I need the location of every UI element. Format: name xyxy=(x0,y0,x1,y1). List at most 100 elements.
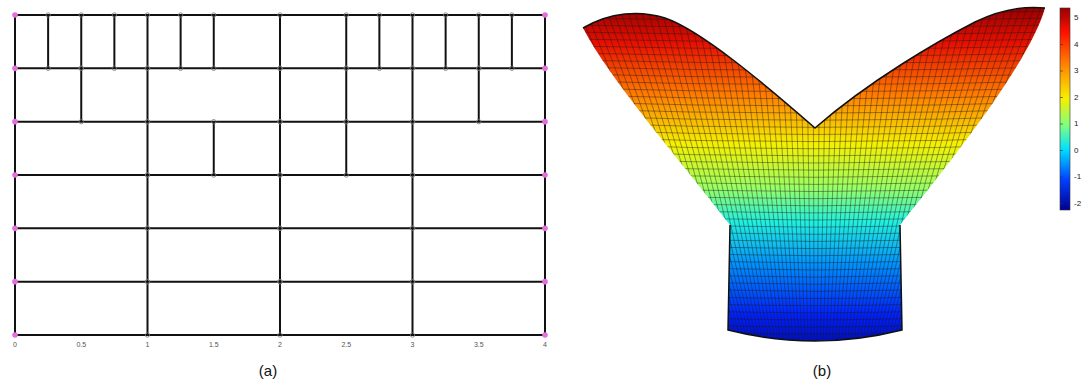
surface-mesh-line xyxy=(757,0,793,370)
surface-mesh-line xyxy=(570,214,1060,220)
surface-mesh-line xyxy=(570,221,1060,227)
mesh-line xyxy=(412,228,414,281)
surface-mesh-line xyxy=(799,0,809,370)
mesh-line xyxy=(412,15,414,68)
colorbar-tick-label: -2 xyxy=(1074,200,1081,208)
mesh-vertex xyxy=(79,13,83,17)
mesh-vertex xyxy=(344,119,348,123)
mesh-vertex xyxy=(278,226,282,230)
mesh-line xyxy=(412,122,414,175)
mesh-line xyxy=(279,122,281,175)
surface-mesh-line xyxy=(822,0,834,370)
mesh-vertex xyxy=(112,13,116,17)
mesh-vertex xyxy=(178,66,182,70)
mesh-vertex xyxy=(212,13,216,17)
mesh-vertex xyxy=(410,333,414,337)
mesh-vertex xyxy=(212,66,216,70)
surface-mesh-line xyxy=(879,0,981,370)
mesh-vertices xyxy=(12,12,548,338)
surface-mesh-line xyxy=(715,0,776,370)
surface-mesh-line xyxy=(893,0,1016,370)
surface-mesh-line xyxy=(570,151,1060,156)
surface-mesh-line xyxy=(904,0,1044,370)
mesh-vertex xyxy=(212,173,216,177)
surface-mesh-line xyxy=(888,0,1002,370)
surface-mesh-line xyxy=(855,0,918,370)
surface-mesh-line xyxy=(898,0,1030,370)
mesh-vertex xyxy=(410,279,414,283)
surface-mesh-line xyxy=(582,0,725,370)
mesh-vertex xyxy=(278,66,282,70)
surface-mesh-line xyxy=(813,0,814,370)
mesh-line xyxy=(147,228,149,281)
surface-mesh-line xyxy=(570,144,1060,149)
surface-mesh-line xyxy=(694,0,768,370)
surface-mesh-line xyxy=(570,74,1060,77)
mesh-vertex xyxy=(278,333,282,337)
mesh-vertex xyxy=(278,119,282,123)
mesh-vertex xyxy=(344,119,348,123)
surface-mesh-line xyxy=(570,242,1060,249)
colorbar-tick-label: 4 xyxy=(1074,41,1078,49)
mesh-vertex xyxy=(410,279,414,283)
boundary-vertex xyxy=(542,12,548,18)
colorbar-tick-label: 0 xyxy=(1074,147,1078,155)
boundary-vertex xyxy=(12,66,18,72)
colorbar-tick xyxy=(1060,97,1063,98)
boundary-vertex xyxy=(12,332,18,338)
axis-tick: 2.5 xyxy=(341,341,351,348)
surface-mesh-line xyxy=(570,32,1060,35)
surface-mesh-line xyxy=(570,263,1060,270)
mesh-line xyxy=(279,175,281,228)
mesh-vertex xyxy=(112,66,116,70)
surface-mesh-line xyxy=(570,326,1060,334)
surface-mesh-line xyxy=(860,0,932,370)
mesh-vertex xyxy=(46,66,50,70)
surface-mesh-line xyxy=(869,0,953,370)
surface-mesh-line xyxy=(877,0,974,370)
surface-mesh-line xyxy=(839,0,876,370)
boundary-vertex xyxy=(542,172,548,178)
surface-mesh-line xyxy=(570,179,1060,184)
axis-tick: 3.5 xyxy=(474,341,484,348)
boundary-vertex xyxy=(542,279,548,285)
mesh-line xyxy=(412,282,414,335)
mesh-vertex xyxy=(145,279,149,283)
mesh-vertex xyxy=(145,173,149,177)
mesh-vertex xyxy=(410,226,414,230)
boundary-vertex xyxy=(12,279,18,285)
colorbar-tick-label: 2 xyxy=(1074,94,1078,102)
surface-mesh-line xyxy=(589,0,727,370)
mesh-vertex xyxy=(278,66,282,70)
mesh-vertex xyxy=(410,119,414,123)
mesh-line xyxy=(213,15,215,68)
mesh-line xyxy=(279,228,281,281)
surface-mesh-line xyxy=(764,0,795,370)
surface-mesh-line xyxy=(617,0,738,370)
mesh-vertex xyxy=(145,13,149,17)
surface-mesh-line xyxy=(570,4,1060,6)
mesh-line xyxy=(478,68,480,121)
mesh-line xyxy=(412,175,414,228)
surface-mesh-line xyxy=(570,298,1060,306)
axis-tick: 0 xyxy=(13,341,17,348)
panel-label: (b) xyxy=(813,363,831,378)
mesh-line xyxy=(213,122,215,175)
surface-mesh-line xyxy=(570,270,1060,277)
mesh-vertex xyxy=(410,66,414,70)
mesh-vertex xyxy=(79,66,83,70)
mesh-line xyxy=(412,68,414,121)
mesh-line xyxy=(279,282,281,335)
mesh-vertex xyxy=(344,66,348,70)
surface-mesh-line xyxy=(847,0,897,370)
colorbar-tick-label: 5 xyxy=(1074,14,1078,22)
surface-mesh-line xyxy=(603,0,733,370)
surface-mesh-line xyxy=(570,228,1060,234)
surface-mesh-line xyxy=(817,0,820,370)
axis-tick: 2 xyxy=(278,341,282,348)
colorbar-tick xyxy=(1060,44,1063,45)
mesh-vertex xyxy=(278,279,282,283)
surface-mesh-line xyxy=(570,123,1060,127)
surface-mesh-line xyxy=(909,0,1058,370)
mesh-vertex xyxy=(145,119,149,123)
